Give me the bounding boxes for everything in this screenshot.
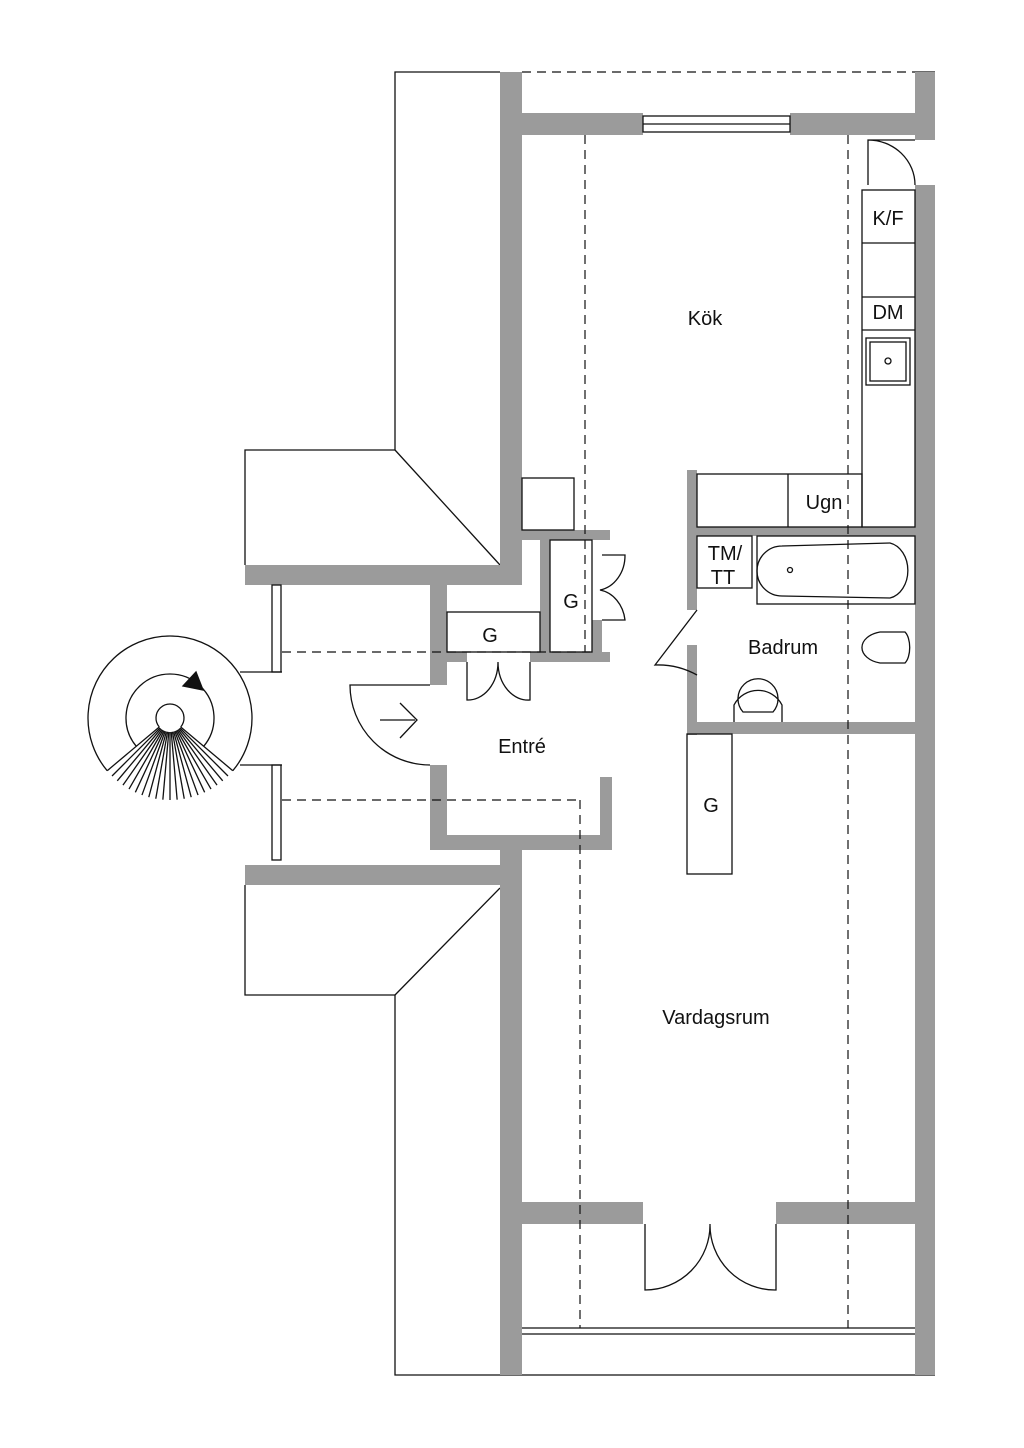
stair-step [111, 727, 161, 777]
stair-arc [125, 673, 215, 747]
stair-step [141, 730, 166, 796]
room-label-living-room: Vardagsrum [662, 1007, 769, 1029]
stair-step [170, 731, 178, 800]
bathroom-fixtures [696, 535, 916, 722]
stair-step [178, 728, 224, 782]
fixture-label-washer: TM/ [708, 543, 743, 565]
fixture-label-oven: Ugn [806, 492, 843, 514]
stair-step [155, 731, 169, 799]
closet-label: G [482, 625, 498, 647]
room-label-bathroom: Badrum [748, 637, 818, 659]
closet-label: G [563, 591, 579, 613]
room-label-entrance: Entré [498, 736, 546, 758]
stair-arc [87, 635, 253, 772]
fixture-label-dryer: TT [711, 567, 735, 589]
stair-step [179, 727, 229, 777]
stair-step [148, 731, 168, 798]
room-label-kitchen: Kök [688, 308, 723, 330]
stair-step [122, 729, 163, 786]
corridor [240, 135, 849, 1328]
stair-step [171, 731, 185, 799]
closet-outline [446, 611, 541, 653]
stair-step [176, 729, 212, 790]
openings [349, 115, 916, 1291]
closet-outline [549, 539, 593, 653]
spiral-staircase [87, 635, 253, 800]
stair-step [180, 726, 234, 772]
stair-step [134, 730, 165, 793]
stair-step [162, 731, 170, 800]
stair-step [172, 731, 192, 798]
stair-step [174, 730, 199, 796]
fixture-label-fridge: K/F [872, 208, 903, 230]
stair-direction-arrow [181, 670, 205, 691]
stair-step [128, 729, 164, 790]
walls [245, 72, 935, 1375]
stair-step [106, 726, 160, 772]
stair-arc [155, 703, 185, 728]
fixture-label-dishwasher: DM [872, 302, 903, 324]
kitchen-fixtures [521, 189, 916, 531]
stair-step [116, 728, 162, 782]
stair-step [177, 729, 218, 786]
closet-outline [686, 733, 733, 875]
stair-step [175, 730, 206, 793]
closet-label: G [703, 795, 719, 817]
